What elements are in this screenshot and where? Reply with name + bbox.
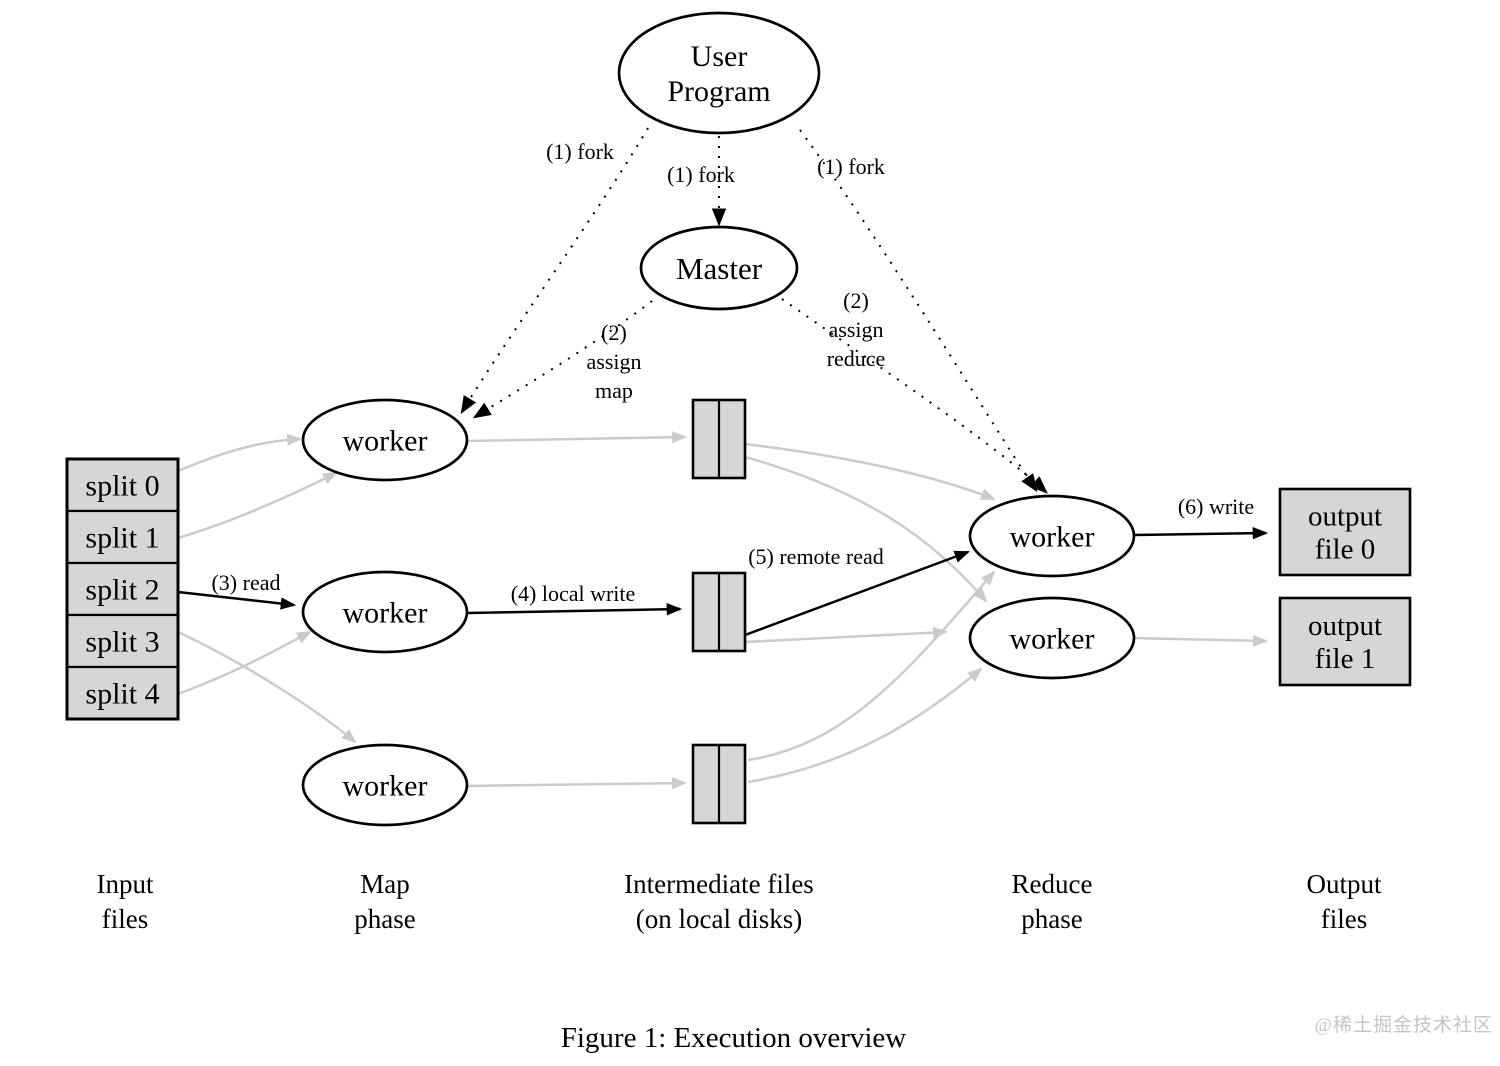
output-file-0	[1278, 487, 1412, 577]
label-remote-read: (5) remote read	[748, 544, 884, 569]
edge-split3-to-map-worker-3	[177, 630, 357, 744]
split-box-2-label: split 2	[85, 574, 159, 607]
edge-write	[1133, 527, 1269, 540]
edge-map-worker-1-to-file-1	[466, 431, 688, 444]
node-map-worker-3-label: worker	[343, 770, 428, 803]
edge-file-1-to-reduce-worker-1	[744, 442, 996, 501]
output-file-1	[1278, 596, 1412, 687]
input-split-stack	[65, 457, 180, 721]
edge-split1-to-map-worker-1	[177, 471, 338, 540]
label-local-write: (4) local write	[511, 581, 636, 606]
node-master	[639, 225, 799, 311]
edge-file-3-to-reduce-worker-2	[747, 667, 983, 784]
split-box-1-label: split 1	[85, 522, 159, 555]
split-box-3-label: split 3	[85, 626, 159, 659]
edge-fork-to-map-worker	[460, 127, 649, 415]
node-map-worker-3	[301, 743, 469, 827]
split-box-0	[65, 457, 180, 513]
label-write: (6) write	[1178, 494, 1254, 519]
column-intermediate-files: Intermediate files(on local disks)	[624, 869, 814, 934]
edge-file-2-to-reduce-worker-2	[744, 626, 949, 644]
edge-map-worker-3-to-file-3	[466, 777, 688, 790]
watermark-text: @稀土掘金技术社区	[1314, 1015, 1493, 1036]
split-box-2	[65, 561, 180, 617]
split-box-0-label: split 0	[85, 470, 159, 503]
edge-assign-reduce	[781, 298, 1048, 494]
node-map-worker-2	[301, 570, 469, 654]
edge-file-3-to-reduce-worker-1	[747, 570, 996, 762]
label-read: (3) read	[211, 570, 280, 595]
node-map-worker-2-label: worker	[343, 597, 428, 630]
label-fork-right: (1) fork	[817, 154, 885, 179]
split-box-1	[65, 509, 180, 565]
node-master-label: Master	[676, 251, 763, 286]
edge-reduce-worker-2-to-output-file-1	[1133, 634, 1269, 647]
edge-read	[177, 590, 297, 610]
edge-split4-to-map-worker-2	[177, 630, 312, 696]
label-fork-left: (1) fork	[546, 139, 614, 164]
edge-remote-read	[744, 550, 971, 637]
figure-caption: Figure 1: Execution overview	[560, 1022, 907, 1054]
split-box-4	[65, 665, 180, 721]
edge-split0-to-map-worker-1	[177, 433, 303, 473]
node-reduce-worker-1	[968, 494, 1136, 578]
node-map-worker-1	[301, 398, 469, 482]
edge-assign-map	[472, 300, 653, 419]
edge-file-1-to-reduce-worker-2	[744, 455, 988, 603]
node-reduce-worker-2	[968, 596, 1136, 680]
node-reduce-worker-1-label: worker	[1010, 521, 1095, 554]
node-map-worker-1-label: worker	[343, 425, 428, 458]
edge-local-write	[466, 603, 683, 616]
edge-fork-to-reduce-worker	[799, 129, 1038, 493]
node-user-program	[617, 11, 821, 135]
label-fork-center: (1) fork	[667, 162, 735, 187]
node-reduce-worker-2-label: worker	[1010, 623, 1095, 656]
split-box-4-label: split 4	[85, 678, 159, 711]
